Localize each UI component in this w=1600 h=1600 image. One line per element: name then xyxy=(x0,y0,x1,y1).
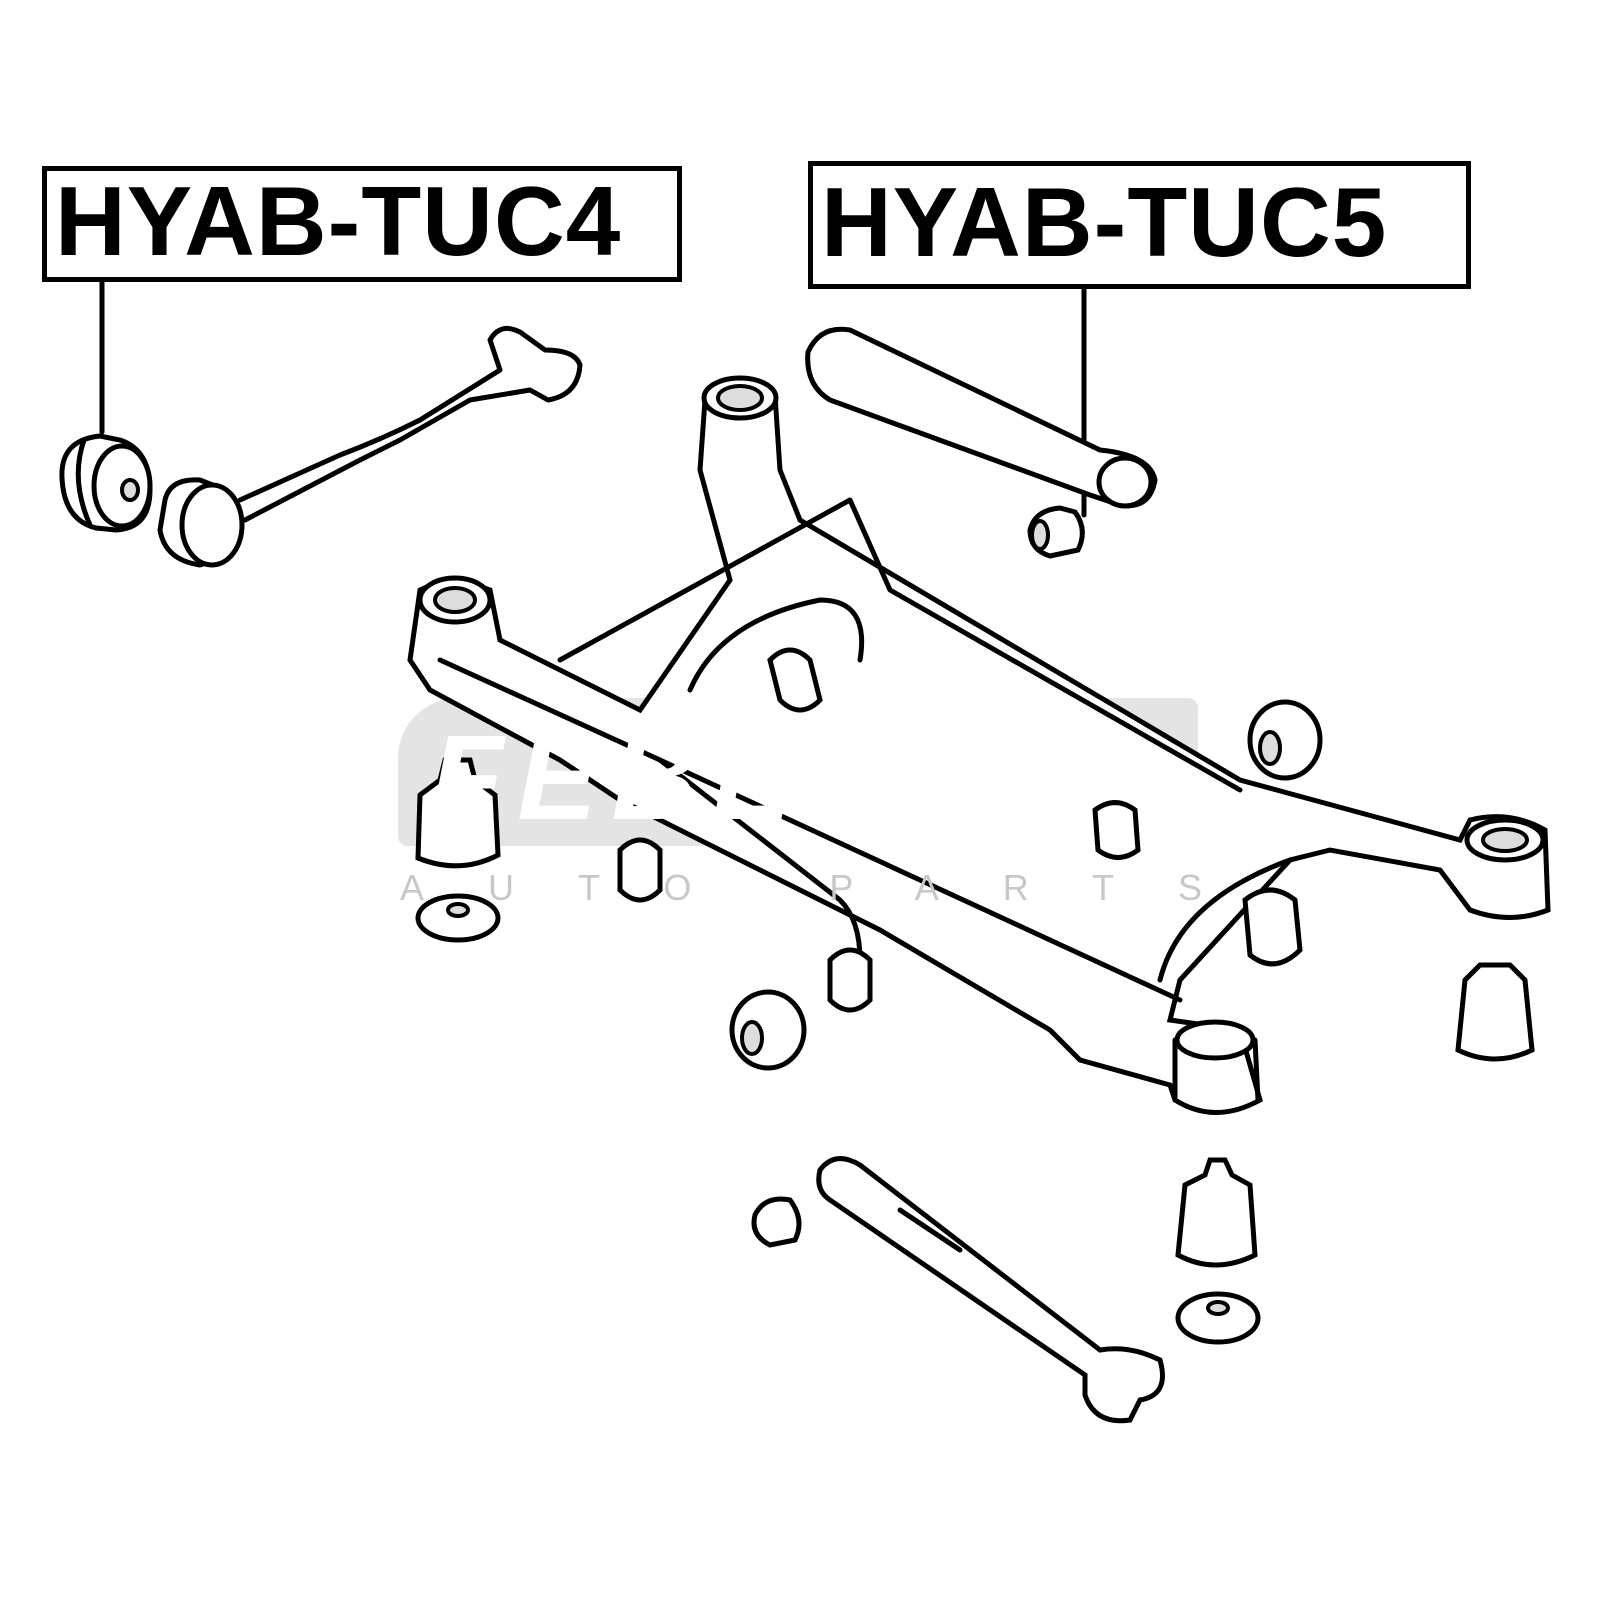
bushing-round-right xyxy=(1247,699,1323,781)
upper-arm-right xyxy=(805,326,1158,509)
subframe-crossmember xyxy=(407,375,1551,1115)
bushing-mount-far-right xyxy=(1455,962,1535,1062)
bushing-mount-left xyxy=(415,757,501,943)
bushing-round-center xyxy=(729,989,807,1071)
watermark-brand: FEBEST xyxy=(430,711,988,845)
trailing-arm-left xyxy=(157,325,583,568)
lower-control-arm xyxy=(751,1156,1165,1424)
bushing-tuc4 xyxy=(59,433,153,533)
part-label-hyab-tuc4: HYAB-TUC4 xyxy=(42,166,682,282)
part-label-hyab-tuc5: HYAB-TUC5 xyxy=(808,161,1471,289)
watermark-tagline: AUTO PARTS xyxy=(400,867,1267,908)
bushing-mount-lower xyxy=(1175,1157,1261,1345)
bushing-tuc5 xyxy=(1027,505,1085,559)
